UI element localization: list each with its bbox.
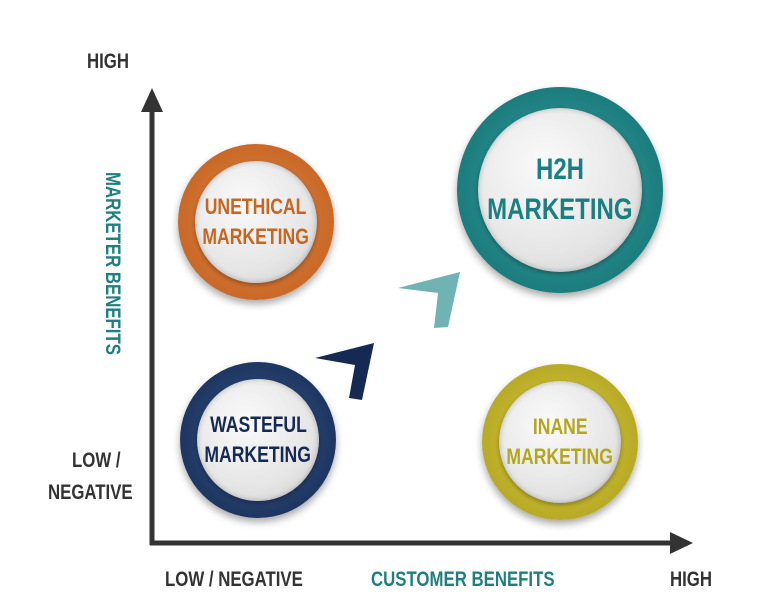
x-axis-high-label: HIGH [670, 568, 712, 591]
quadrant-label-line1: WASTEFUL [209, 412, 307, 437]
y-axis-negative-label: NEGATIVE [48, 481, 133, 504]
y-axis-low-label: LOW / [72, 449, 121, 472]
h2h-marketing-circle: H2H MARKETING [457, 87, 663, 293]
y-axis-title: MARKETER BENEFITS [101, 172, 124, 355]
x-axis-low-label: LOW / NEGATIVE [165, 568, 303, 591]
quadrant-label-line2: MARKETING [202, 224, 310, 249]
quadrant-label-line2: MARKETING [487, 193, 633, 226]
chevron-arrow-teal-icon [398, 272, 460, 328]
x-axis-title: CUSTOMER BENEFITS [371, 568, 555, 591]
wasteful-marketing-circle: WASTEFUL MARKETING [180, 362, 336, 518]
quadrant-label-line1: INANE [532, 414, 588, 439]
x-axis-arrow-icon [670, 532, 693, 554]
quadrant-label-line2: MARKETING [204, 442, 312, 467]
y-axis-high-label: HIGH [87, 50, 129, 73]
inane-marketing-circle: INANE MARKETING [482, 364, 638, 520]
quadrant-label-line2: MARKETING [506, 444, 614, 469]
quadrant-label-line1: UNETHICAL [205, 194, 307, 219]
unethical-marketing-circle: UNETHICAL MARKETING [178, 144, 334, 300]
chevron-arrow-navy-icon [315, 343, 374, 400]
y-axis-arrow-icon [141, 88, 163, 112]
quadrant-label-line1: H2H [535, 153, 584, 186]
